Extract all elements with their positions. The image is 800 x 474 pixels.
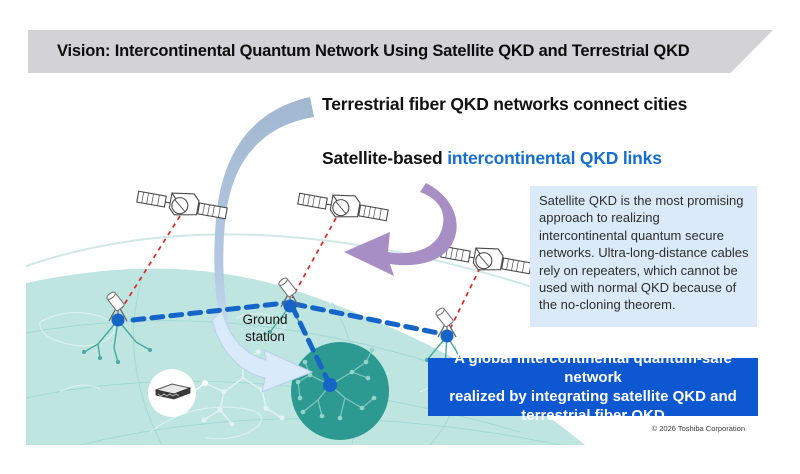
title-bar: Vision: Intercontinental Quantum Network… (28, 30, 773, 73)
page-title: Vision: Intercontinental Quantum Network… (57, 42, 690, 60)
heading-satellite-blue: intercontinental QKD links (447, 148, 662, 168)
satellite-icon (296, 185, 391, 227)
banner-line: realized by integrating satellite QKD an… (449, 388, 737, 405)
purple-curved-arrow-icon (344, 183, 457, 276)
satellite-icon (135, 183, 230, 225)
satellite-qkd-links (121, 215, 481, 328)
heading-terrestrial: Terrestrial fiber QKD networks connect c… (322, 94, 688, 114)
ground-station-icon (434, 306, 457, 344)
heading-satellite-black: Satellite-based (322, 148, 448, 168)
fiber-qkd-links (130, 300, 446, 386)
hub-node (323, 378, 337, 392)
ground-station-label: Ground station (242, 312, 288, 344)
satellite-orbit-arc (26, 233, 621, 319)
heading-satellite: Satellite-based intercontinental QKD lin… (322, 148, 662, 169)
copyright-notice: © 2026 Toshiba Corporation (651, 424, 745, 433)
banner-line: A global intercontinental quantum-safe n… (454, 350, 732, 386)
conclusion-banner: A global intercontinental quantum-safe n… (428, 350, 758, 424)
server-icon (148, 369, 196, 417)
fiber-network-arrow-icon (211, 309, 314, 393)
banner-line: terrestrial fiber QKD (521, 407, 665, 424)
satellite-qkd-info-box: Satellite QKD is the most promising appr… (530, 186, 757, 327)
swoosh-arrow-icon (214, 97, 314, 334)
network-hub-icon (291, 342, 389, 440)
